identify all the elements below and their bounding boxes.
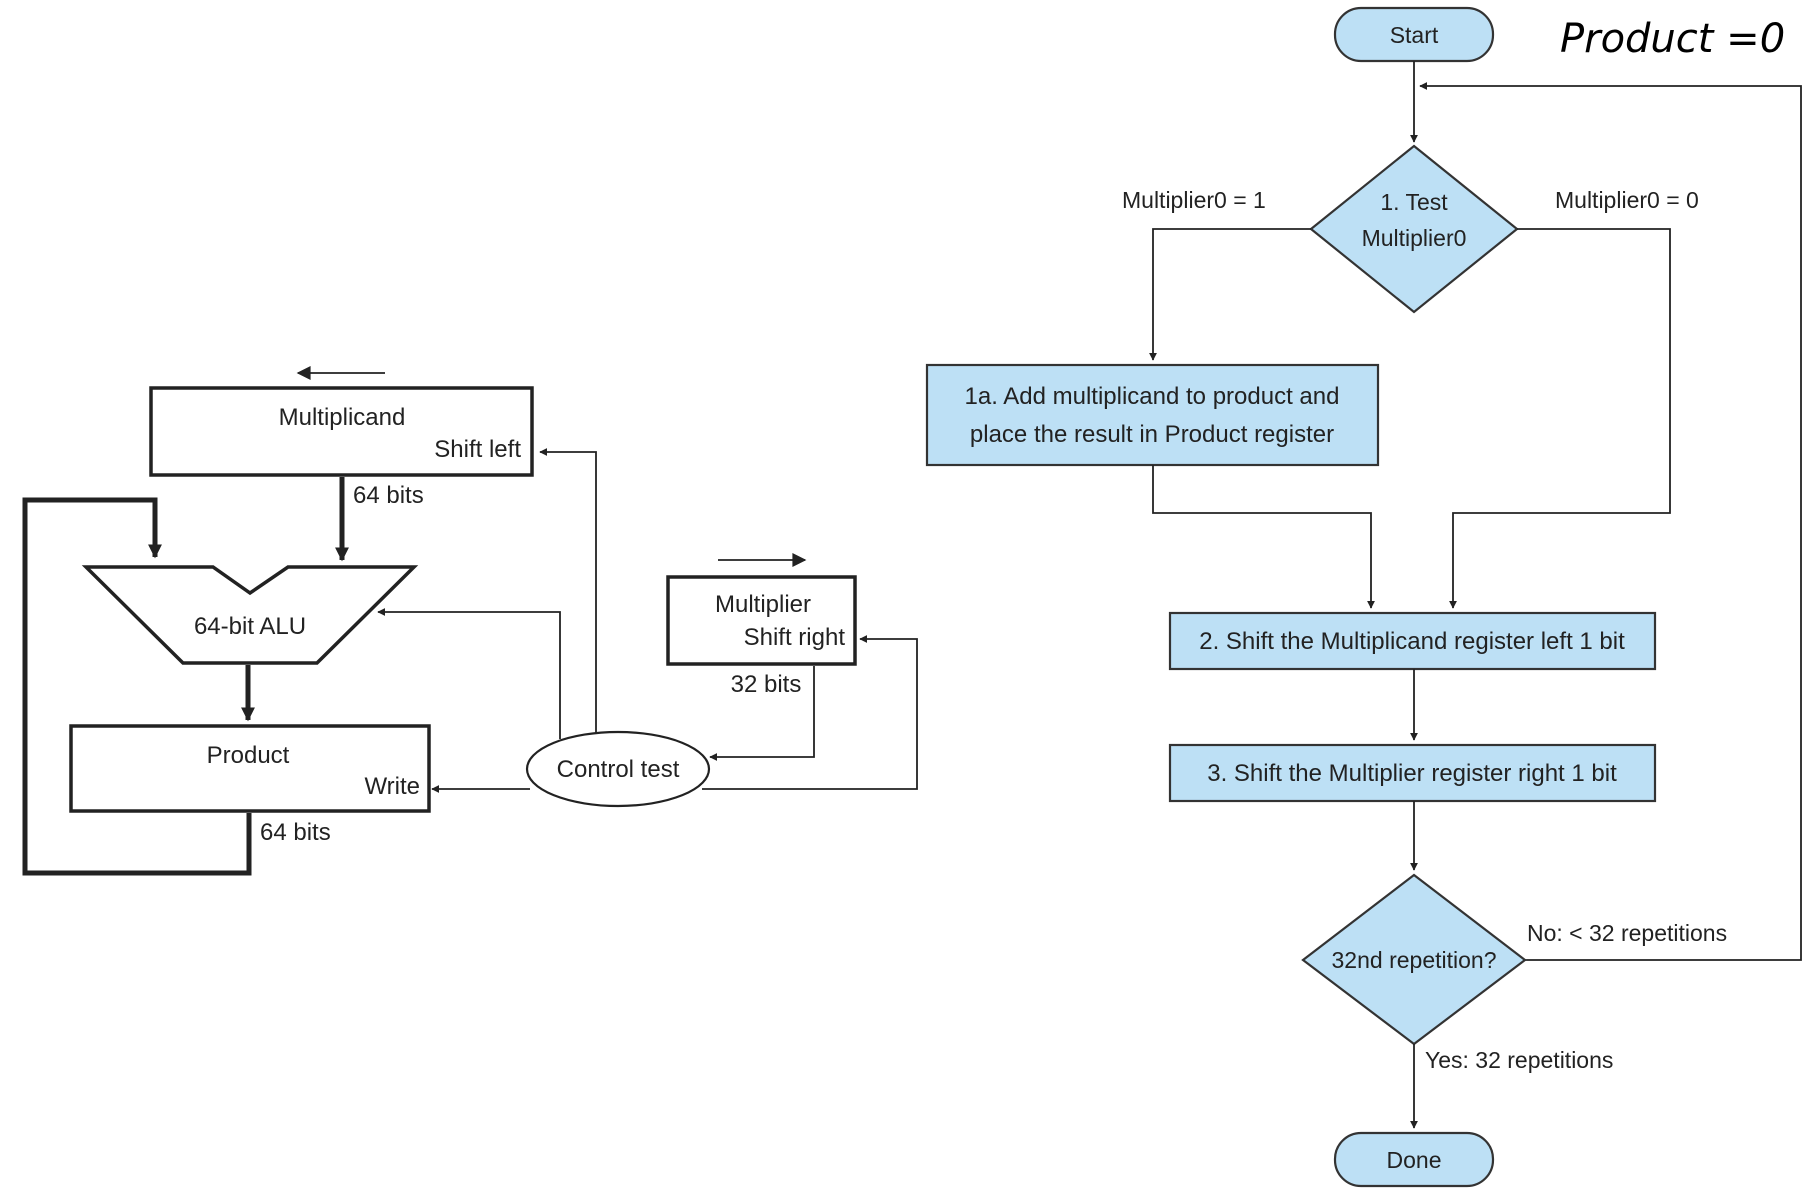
step-3-box [1168, 743, 1657, 803]
product-feedback-bus [22, 497, 252, 876]
test-multiplier0-decision [1309, 144, 1519, 314]
alu-shape [81, 565, 419, 665]
product-op-label: Write [364, 773, 420, 800]
repetition-label: 32nd repetition? [1332, 947, 1497, 973]
product-register [69, 724, 431, 813]
multiplier-register [666, 575, 857, 666]
done-label: Done [1387, 1147, 1442, 1173]
product-label: Product [207, 742, 290, 769]
product-width-label: 64 bits [260, 819, 331, 846]
alu-label: 64-bit ALU [194, 613, 306, 640]
repetition-no-label: No: < 32 repetitions [1527, 920, 1727, 946]
multiplier-datapath: Multiplicand Shift left 64 bits 64-bit A… [22, 366, 918, 876]
step-1a-line1: 1a. Add multiplicand to product and [965, 383, 1340, 410]
multiplier-bit-to-control-wire [709, 666, 815, 761]
step-2-label: 2. Shift the Multiplicand register left … [1199, 628, 1625, 655]
control-test-label: Control test [557, 756, 680, 783]
step-2-box [1168, 611, 1657, 671]
test-line1-label: 1. Test [1380, 189, 1448, 215]
branch-zero-label: Multiplier0 = 0 [1555, 187, 1699, 213]
step-1a-box [925, 363, 1380, 467]
product-zero-note: Product =0 [1560, 16, 1785, 62]
multiplier-label: Multiplier [715, 591, 811, 618]
control-to-alu-wire [377, 608, 561, 739]
done-terminal [1333, 1131, 1495, 1188]
branch-zero-arrow [1449, 228, 1671, 609]
multiplier-op-label: Shift right [744, 624, 846, 651]
multiplication-flowchart: Start 1. Test Multiplier0 Multiplier0 = … [925, 6, 1802, 1188]
multiplicand-width-label: 64 bits [353, 482, 424, 509]
start-label: Start [1390, 22, 1439, 48]
branch-one-label: Multiplier0 = 1 [1122, 187, 1266, 213]
test-line2-label: Multiplier0 [1362, 225, 1467, 251]
multiplicand-register [149, 386, 534, 477]
control-to-multiplicand-wire [539, 448, 597, 733]
step-3-label: 3. Shift the Multiplier register right 1… [1207, 760, 1617, 787]
repetition-yes-label: Yes: 32 repetitions [1425, 1047, 1613, 1073]
control-to-multiplier-wire [702, 635, 918, 790]
multiplier-width-label: 32 bits [731, 671, 802, 698]
step-1a-line2: place the result in Product register [970, 421, 1334, 448]
step-1a-to-step-2-arrow [1152, 465, 1375, 609]
branch-one-arrow [1149, 228, 1311, 361]
multiplicand-label: Multiplicand [279, 404, 406, 431]
control-test-unit [525, 730, 711, 808]
loop-back-arrow [1419, 82, 1802, 961]
multiplicand-op-label: Shift left [434, 436, 521, 463]
